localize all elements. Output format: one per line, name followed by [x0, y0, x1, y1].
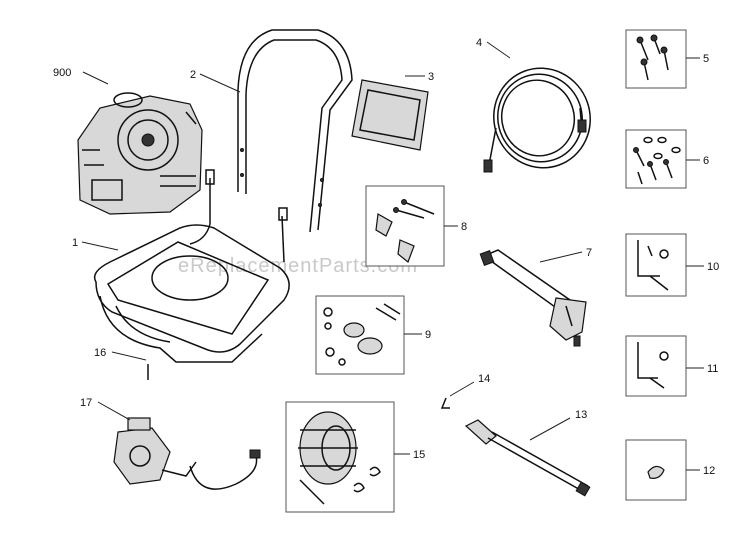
callout-15: 15 [413, 449, 425, 461]
callout-1: 1 [72, 237, 78, 249]
leader-7 [539, 251, 583, 263]
handle-part[interactable] [237, 29, 353, 233]
manual-part[interactable] [351, 79, 429, 151]
wheel-hardware-kit-9[interactable] [315, 295, 405, 375]
bolts-kit-5[interactable] [625, 29, 687, 89]
leader-4 [486, 41, 511, 59]
knob-kit-8[interactable] [365, 185, 445, 267]
callout-17: 17 [80, 397, 92, 409]
leader-900 [82, 71, 109, 85]
watermark-text: eReplacementParts.com [178, 255, 418, 277]
engine-part[interactable] [77, 92, 203, 215]
leader-17 [97, 401, 131, 421]
wand-part[interactable] [464, 419, 591, 497]
callout-16: 16 [94, 347, 106, 359]
tip-kit-11[interactable] [625, 335, 687, 397]
hardware-kit-6[interactable] [625, 129, 687, 189]
tip-kit-10[interactable] [625, 233, 687, 297]
callout-13: 13 [575, 409, 587, 421]
callout-7: 7 [586, 247, 592, 259]
callout-12: 12 [703, 465, 715, 477]
callout-4: 4 [476, 37, 482, 49]
spray-gun-part[interactable] [479, 249, 587, 347]
callout-6: 6 [703, 155, 709, 167]
callout-5: 5 [703, 53, 709, 65]
leader-16 [111, 351, 147, 361]
callout-8: 8 [461, 221, 467, 233]
callout-11: 11 [707, 363, 718, 375]
leader-2 [199, 73, 241, 93]
callout-9: 9 [425, 329, 431, 341]
frame-part[interactable] [93, 169, 290, 363]
seal-kit-12[interactable] [625, 439, 687, 501]
callout-2: 2 [190, 69, 196, 81]
wheel-kit-15[interactable] [285, 401, 395, 513]
callout-10: 10 [707, 261, 719, 273]
callout-3: 3 [428, 71, 434, 83]
clip-part[interactable] [440, 397, 450, 409]
leader-13 [529, 417, 571, 441]
pump-part[interactable] [113, 417, 261, 490]
hose-part[interactable] [480, 55, 604, 182]
callout-14: 14 [478, 373, 490, 385]
leader-1 [81, 241, 119, 251]
callout-900: 900 [53, 67, 71, 79]
leader-14 [449, 381, 475, 397]
